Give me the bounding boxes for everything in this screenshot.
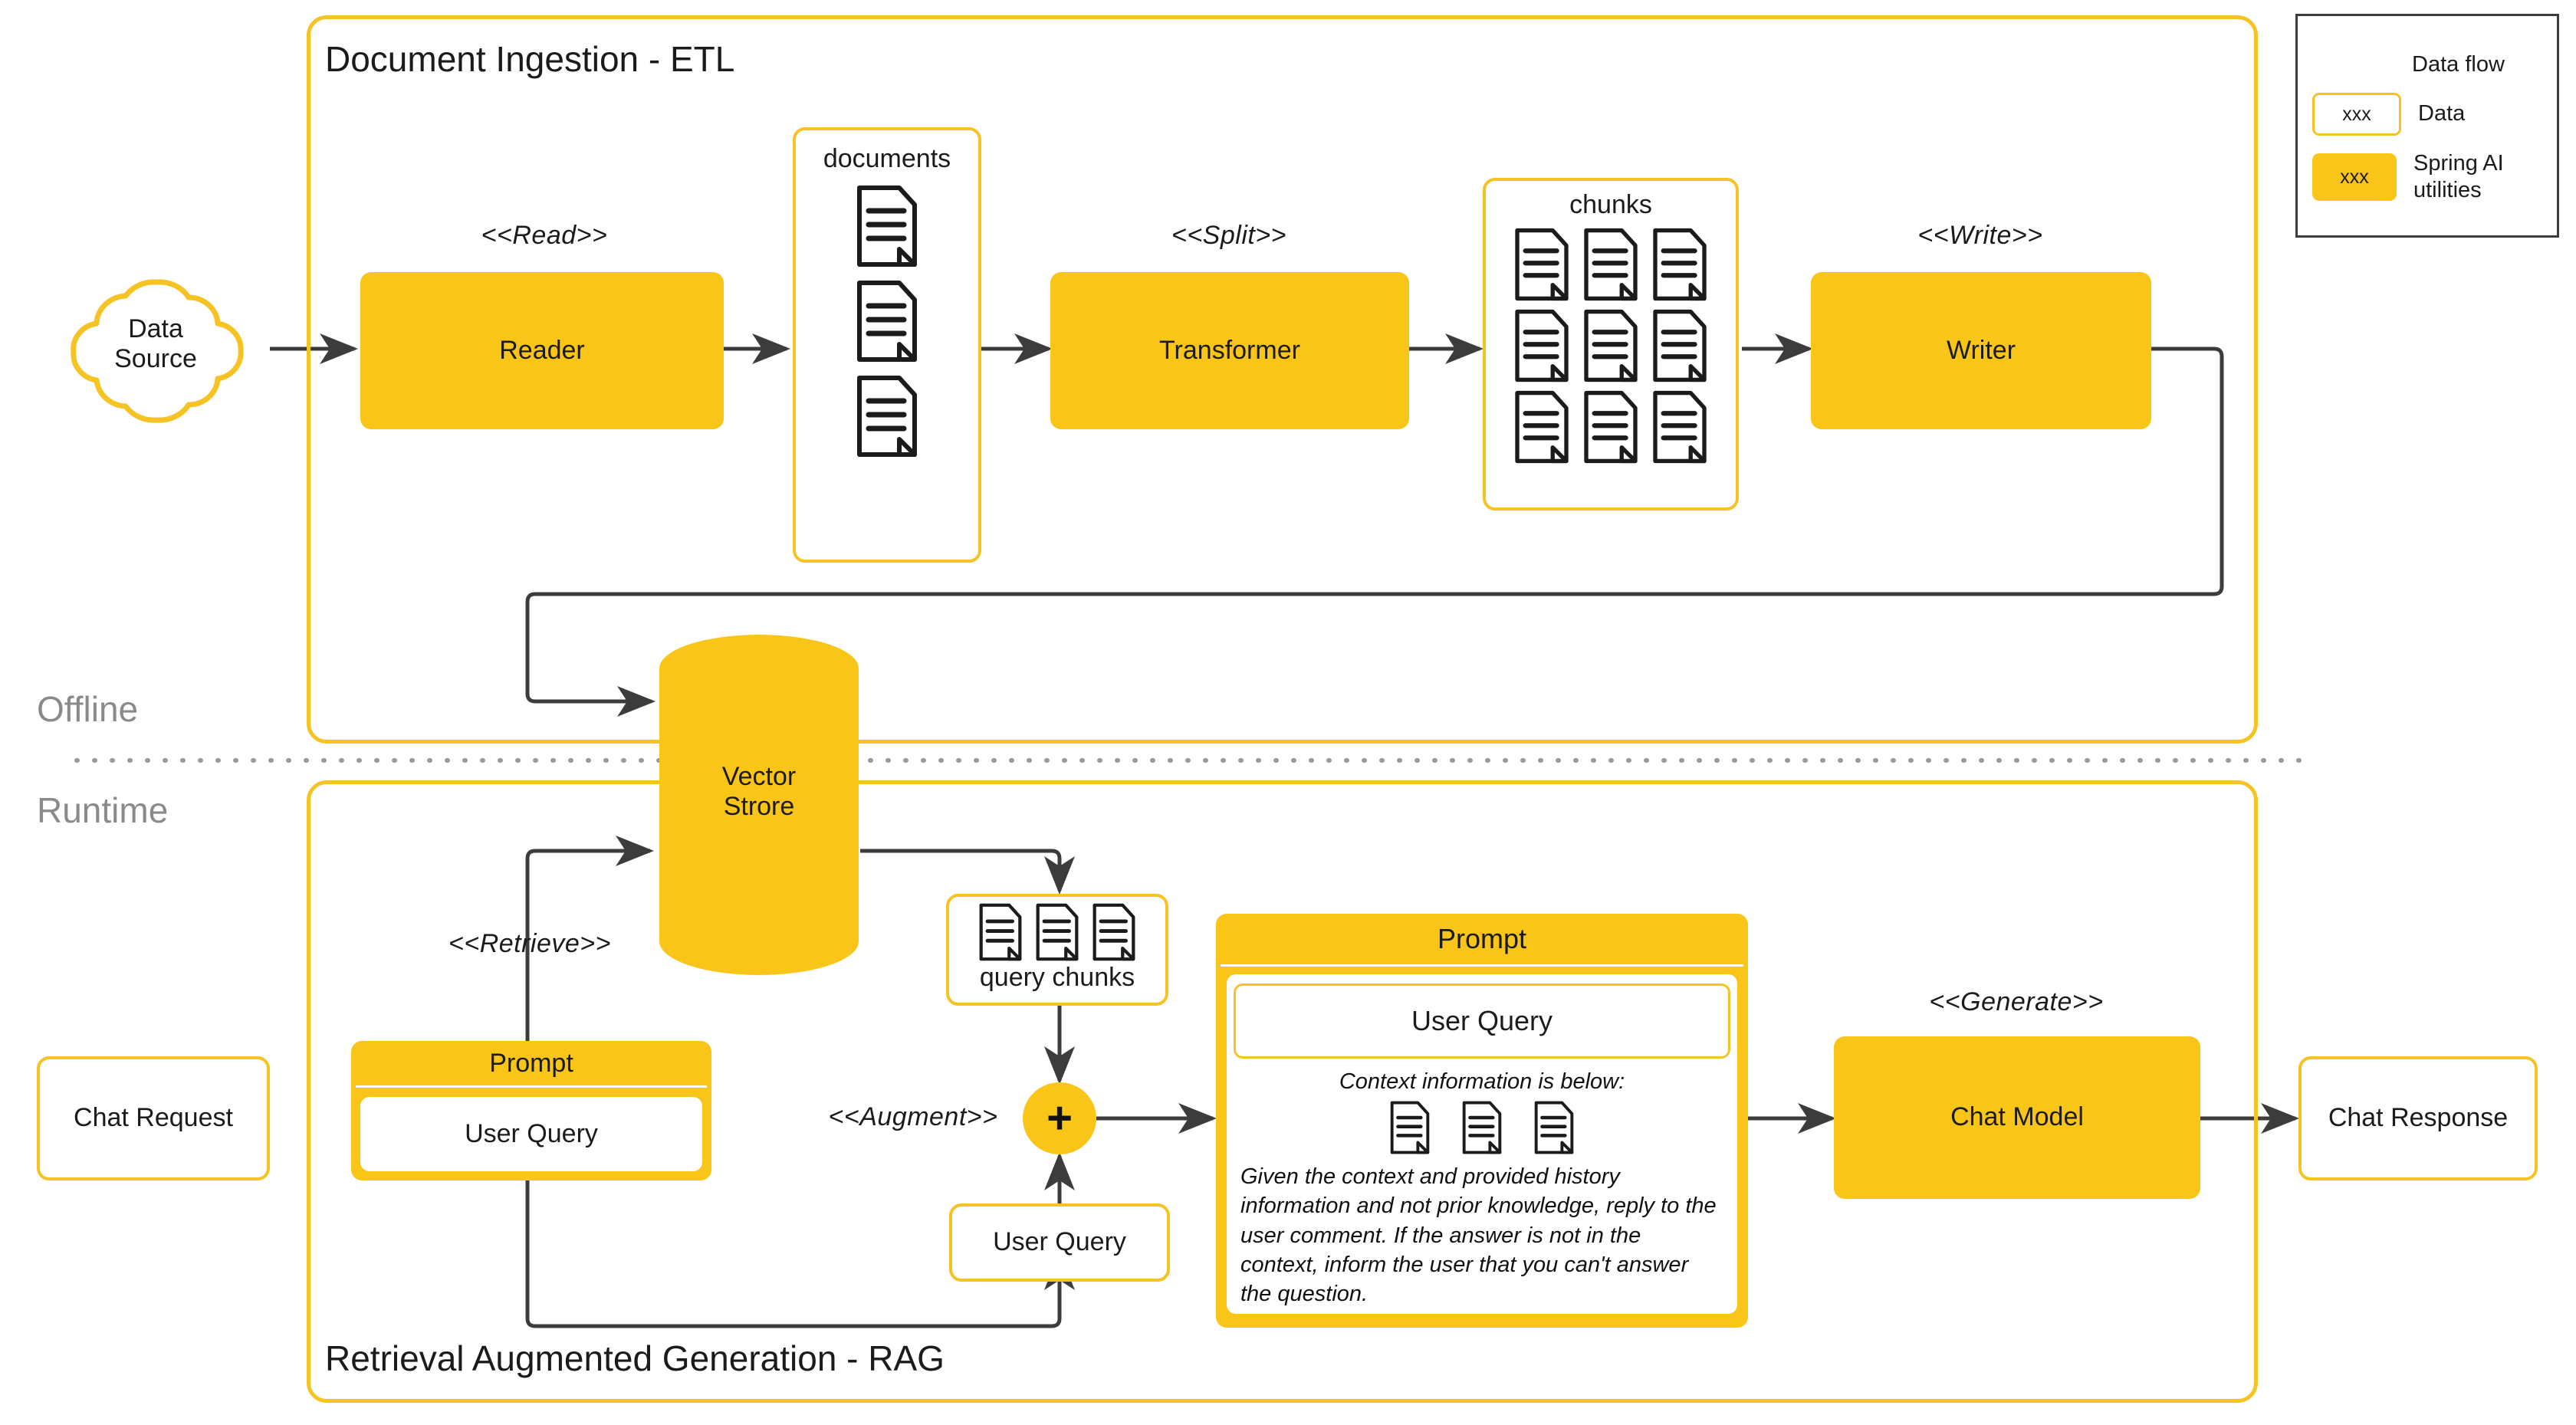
context-document-icon <box>1534 1101 1574 1154</box>
phase-label-offline: Offline <box>37 689 139 729</box>
augment-stereotype-label: <<Augment>> <box>828 1102 998 1131</box>
legend-data-label: Data <box>2418 101 2466 126</box>
query-chunks-group[interactable]: query chunks <box>946 894 1168 1006</box>
chunks-group[interactable]: chunks <box>1483 178 1739 511</box>
data-source-label-line1: Data <box>128 314 183 343</box>
legend-springai-swatch-text: xxx <box>2340 166 2369 188</box>
chat-response-label: Chat Response <box>2328 1103 2509 1133</box>
context-body-text: Given the context and provided history i… <box>1240 1164 1717 1307</box>
legend-dataflow-label: Data flow <box>2412 52 2505 77</box>
prompt-small-node[interactable]: Prompt User Query <box>351 1041 711 1180</box>
chunk-icon <box>1092 903 1135 961</box>
chunk-icon <box>1653 309 1707 383</box>
rag-group-title: Retrieval Augmented Generation - RAG <box>325 1338 945 1378</box>
etl-group-box <box>307 15 2258 744</box>
chat-request-label: Chat Request <box>74 1103 233 1133</box>
cylinder-icon <box>659 635 859 975</box>
prompt-small-title: Prompt <box>489 1048 573 1078</box>
data-source-cloud[interactable]: Data Source <box>37 268 274 429</box>
prompt-small-inner-label: User Query <box>465 1118 598 1148</box>
legend-data-swatch-text: xxx <box>2342 103 2371 125</box>
chunk-icon <box>1584 228 1638 301</box>
context-document-icon <box>1462 1101 1502 1154</box>
write-stereotype-label: <<Write>> <box>1917 221 2043 250</box>
read-stereotype-label: <<Read>> <box>481 221 608 250</box>
chunk-icon <box>1515 309 1569 383</box>
legend-data-swatch: xxx <box>2312 93 2401 136</box>
prompt-small-divider <box>356 1085 707 1088</box>
vector-store-label-line1: Vector <box>721 762 797 791</box>
rag-group-box <box>307 780 2258 1403</box>
split-stereotype-label: <<Split>> <box>1171 221 1287 250</box>
chunk-icon <box>1515 390 1569 464</box>
legend-springai-label-line2: utilities <box>2413 178 2482 202</box>
document-icon <box>857 281 917 363</box>
prompt-big-node[interactable]: Prompt User Query Context information is… <box>1216 914 1748 1328</box>
chunk-icon <box>1584 309 1638 383</box>
chunk-icon <box>979 903 1022 961</box>
reader-node[interactable]: Reader <box>360 272 724 429</box>
document-icon <box>857 376 917 458</box>
context-heading: Context information is below: <box>1339 1069 1625 1094</box>
transformer-label: Transformer <box>1159 335 1300 365</box>
reader-label: Reader <box>499 335 585 365</box>
documents-label: documents <box>823 144 951 173</box>
chunk-icon <box>1515 228 1569 301</box>
user-query-label: User Query <box>993 1227 1126 1257</box>
vector-store-label-line2: Strore <box>723 792 795 822</box>
vector-store-node[interactable]: Vector Strore <box>658 635 860 975</box>
legend-row-dataflow: Data flow <box>2312 44 2550 86</box>
chat-model-label: Chat Model <box>1950 1102 2084 1132</box>
writer-label: Writer <box>1946 335 2016 365</box>
chunk-icon <box>1653 390 1707 464</box>
legend-springai-swatch: xxx <box>2312 153 2397 201</box>
document-icon <box>857 186 917 268</box>
writer-node[interactable]: Writer <box>1811 272 2151 429</box>
transformer-node[interactable]: Transformer <box>1050 272 1409 429</box>
chat-request-node[interactable]: Chat Request <box>37 1056 270 1180</box>
user-query-node[interactable]: User Query <box>949 1203 1170 1282</box>
etl-group-title: Document Ingestion - ETL <box>325 39 735 79</box>
legend-row-springai: xxx Spring AI utilities <box>2312 150 2550 204</box>
prompt-small-inner-box[interactable]: User Query <box>360 1097 702 1171</box>
chunk-icon <box>1653 228 1707 301</box>
prompt-big-title: Prompt <box>1437 923 1527 954</box>
prompt-big-user-query-label: User Query <box>1411 1005 1553 1037</box>
legend-row-data: xxx Data <box>2312 92 2550 136</box>
generate-stereotype-label: <<Generate>> <box>1929 987 2104 1016</box>
data-source-label-line2: Source <box>114 344 197 374</box>
legend-springai-label-line1: Spring AI <box>2413 150 2504 176</box>
context-document-icon <box>1390 1101 1430 1154</box>
chunks-label: chunks <box>1569 190 1652 219</box>
phase-label-runtime: Runtime <box>37 790 169 830</box>
documents-group[interactable]: documents <box>793 127 981 563</box>
retrieve-stereotype-label: <<Retrieve>> <box>448 929 612 958</box>
chunk-icon <box>1584 390 1638 464</box>
chat-model-node[interactable]: Chat Model <box>1834 1036 2200 1199</box>
plus-icon: + <box>1046 1093 1073 1143</box>
prompt-big-user-query-box[interactable]: User Query <box>1234 983 1730 1059</box>
prompt-big-divider <box>1221 964 1743 967</box>
chat-response-node[interactable]: Chat Response <box>2298 1056 2538 1180</box>
prompt-big-inner-panel: User Query Context information is below:… <box>1227 974 1737 1314</box>
chunk-icon <box>1036 903 1079 961</box>
query-chunks-label: query chunks <box>979 963 1135 992</box>
cloud-icon <box>71 279 244 423</box>
augment-plus-node[interactable]: + <box>1023 1082 1096 1154</box>
